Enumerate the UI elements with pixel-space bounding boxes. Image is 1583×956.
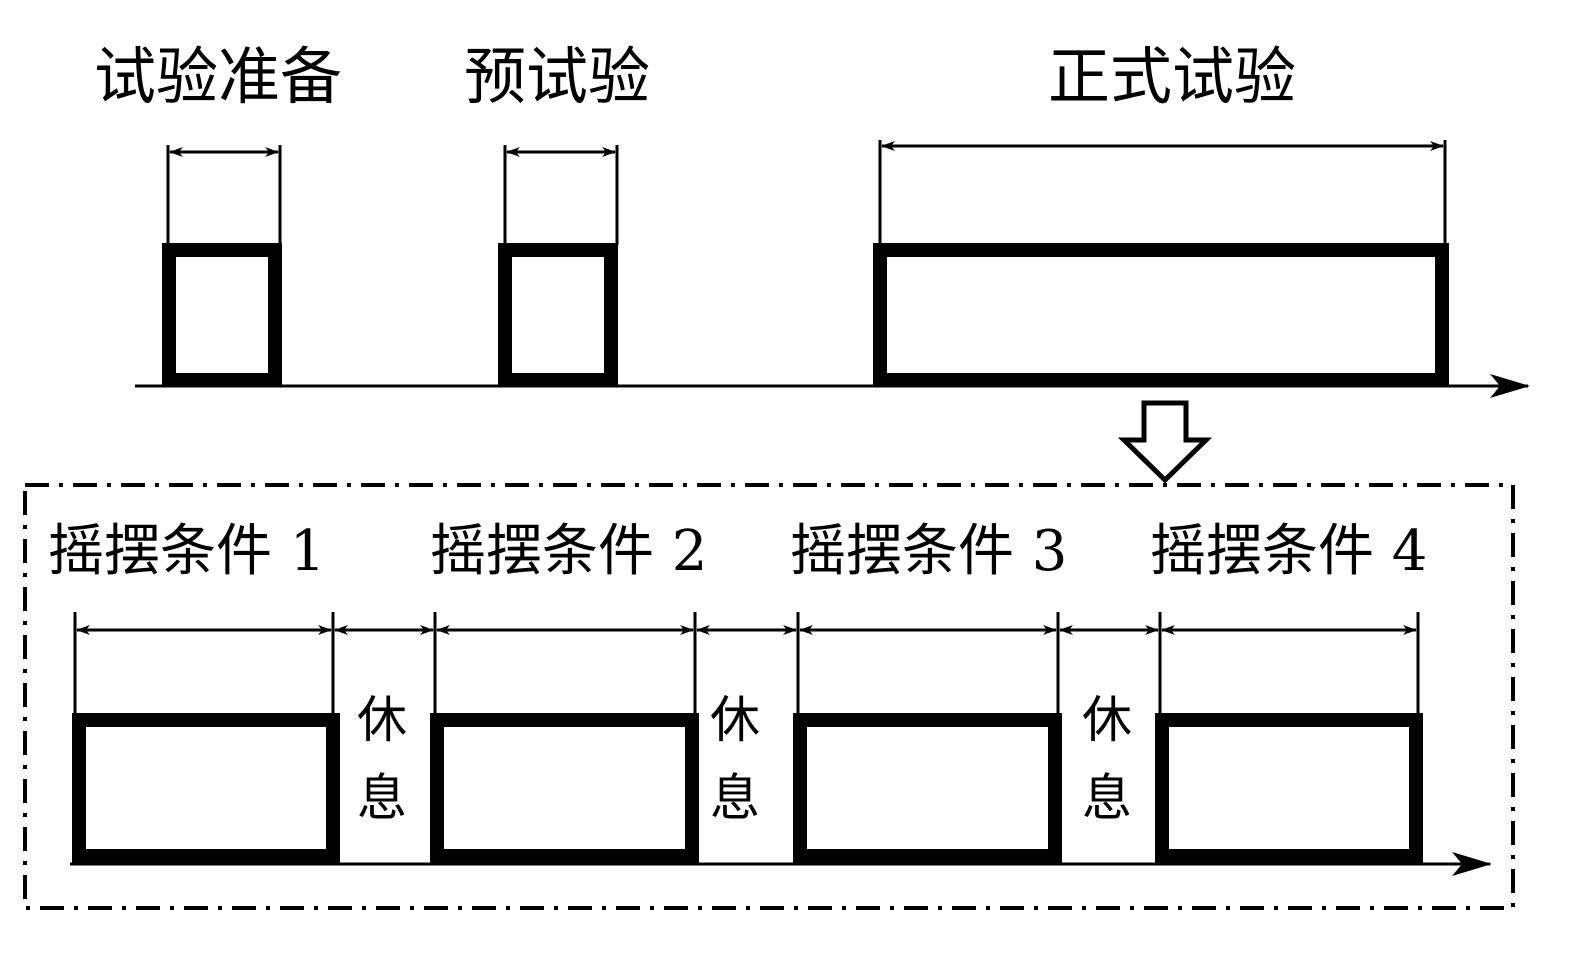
condition-label-1: 摇摆条件 1 <box>48 519 325 584</box>
rest-label-3-char1: 休 <box>1082 691 1132 749</box>
rest-label-2-char1: 休 <box>710 691 760 749</box>
condition-label-2: 摇摆条件 2 <box>430 519 707 584</box>
stage-label-prep: 试验准备 <box>94 40 342 113</box>
prep-block <box>162 243 282 387</box>
rest-label-2-char2: 息 <box>710 769 760 827</box>
pre-test-block <box>498 243 618 387</box>
condition-label-4: 摇摆条件 4 <box>1150 519 1427 584</box>
condition-4-block <box>1155 713 1423 863</box>
pre-test-dimension <box>503 145 619 245</box>
rest-label-1-char1: 休 <box>357 691 407 749</box>
formal-test-dimension <box>878 140 1447 245</box>
condition-label-3: 摇摆条件 3 <box>790 519 1067 584</box>
condition-2-block <box>430 713 699 863</box>
top-timeline: 试验准备 预试验 正式试验 <box>94 40 1530 398</box>
expand-down-arrow-icon <box>1117 400 1213 484</box>
prep-dimension <box>166 145 282 245</box>
rest-label-3-char2: 息 <box>1082 769 1132 827</box>
detail-frame <box>23 483 1515 910</box>
formal-test-block <box>873 243 1449 387</box>
stage-label-formal-test: 正式试验 <box>1048 40 1296 113</box>
rest-label-1-char2: 息 <box>357 769 407 827</box>
condition-1-block <box>72 713 340 863</box>
rest-label-3: 休 息 <box>1082 691 1132 827</box>
rest-label-1: 休 息 <box>357 691 407 827</box>
bottom-timeline: 摇摆条件 1 摇摆条件 2 摇摆条件 3 摇摆条件 4 <box>48 519 1492 876</box>
dimension-extension-lines <box>73 612 1420 718</box>
stage-label-pre-test: 预试验 <box>464 40 650 113</box>
rest-label-2: 休 息 <box>710 691 760 827</box>
condition-3-block <box>793 713 1062 863</box>
